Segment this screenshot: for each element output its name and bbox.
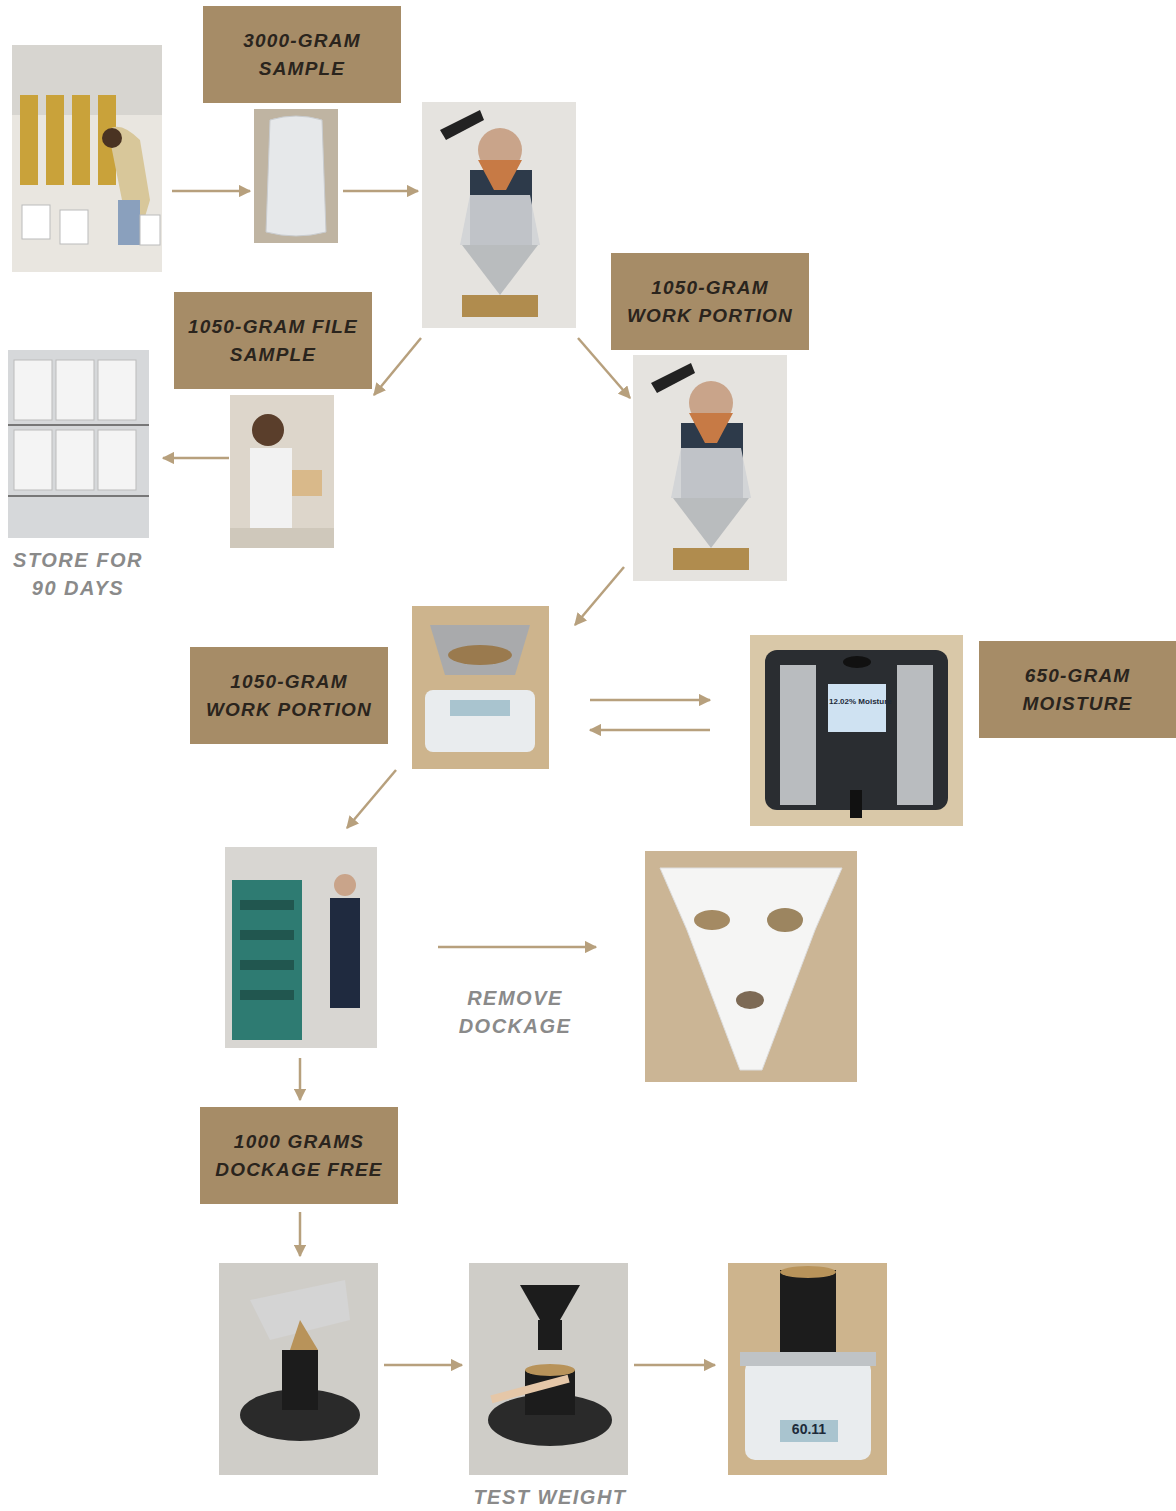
grain-divider-photo — [633, 355, 787, 581]
sample-collector-photo — [12, 45, 162, 272]
dockage-pan-photo — [645, 851, 857, 1082]
box-label: 1000 GRAMS DOCKAGE FREE — [210, 1128, 388, 1183]
label-box: 1050-GRAM WORK PORTION — [611, 253, 809, 350]
box-label: 650-GRAM MOISTURE — [989, 662, 1166, 717]
box-label: 1050-GRAM WORK PORTION — [200, 668, 378, 723]
box-label: 1050-GRAM FILE SAMPLE — [184, 313, 362, 368]
screen-reading: 12.02% Moisture — [829, 697, 885, 706]
sample-storage-photo — [8, 350, 149, 538]
moisture-meter-photo — [750, 635, 963, 826]
file-sample-photo — [230, 395, 334, 548]
flow-arrows — [163, 191, 715, 1365]
photo-caption: STORE FOR 90 DAYS — [6, 546, 150, 602]
arrow-label: REMOVE DOCKAGE — [430, 984, 600, 1040]
test-weight-strike-photo — [469, 1263, 628, 1475]
label-box: 1050-GRAM FILE SAMPLE — [174, 292, 372, 389]
photo-caption: TEST WEIGHT — [455, 1483, 645, 1511]
dockage-cleaner-photo — [225, 847, 377, 1048]
label-box: 3000-GRAM SAMPLE — [203, 6, 401, 103]
test-weight-pour-photo — [219, 1263, 378, 1475]
label-box: 1000 GRAMS DOCKAGE FREE — [200, 1107, 398, 1204]
label-box: 650-GRAM MOISTURE — [979, 641, 1176, 738]
box-label: 3000-GRAM SAMPLE — [213, 27, 391, 82]
scale-photo — [728, 1263, 887, 1475]
balance-photo — [412, 606, 549, 769]
grain-divider-photo — [422, 102, 576, 328]
box-label: 1050-GRAM WORK PORTION — [621, 274, 799, 329]
sample-bag-photo — [254, 109, 338, 243]
label-box: 1050-GRAM WORK PORTION — [190, 647, 388, 744]
scale-reading: 60.11 — [780, 1421, 838, 1437]
